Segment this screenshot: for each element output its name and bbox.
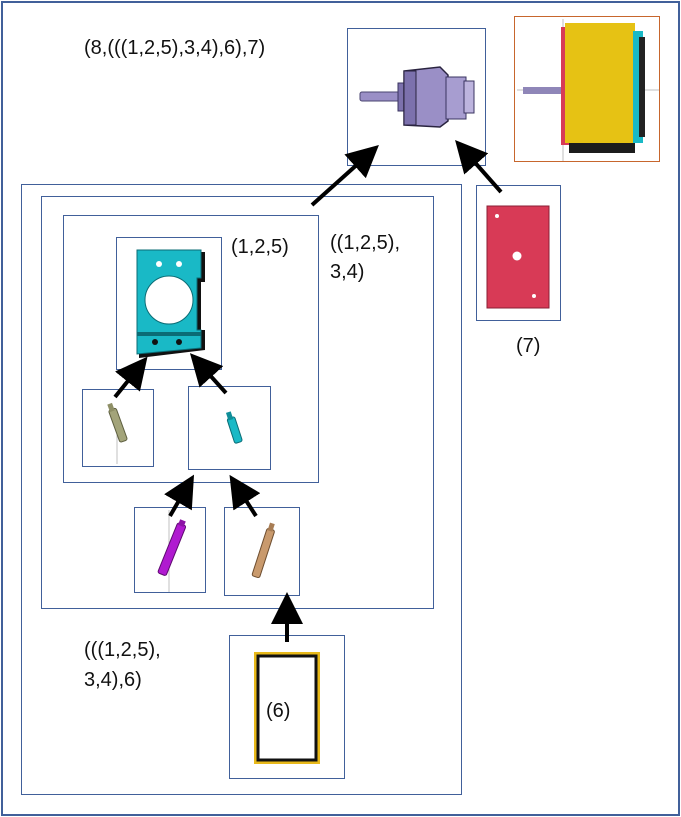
- box-part-4: [224, 507, 300, 596]
- cover-frame-icon: [254, 652, 320, 764]
- mount-plate-icon: [136, 249, 205, 358]
- box-subassembly-6: [21, 184, 462, 795]
- label-group-6-line2: 3,4),6): [84, 669, 142, 691]
- box-part-7: [476, 185, 561, 321]
- label-group-6-line1: (((1,2,5),: [84, 639, 161, 661]
- box-part-125: [116, 237, 222, 370]
- box-part-1: [82, 389, 154, 467]
- box-3d-view: [514, 16, 660, 162]
- motor-assembly-icon: [359, 66, 475, 128]
- box-part-3: [134, 507, 206, 593]
- standoff-icon: [157, 510, 187, 592]
- motor-3d-view-icon: [517, 19, 659, 161]
- box-final-assembly: [347, 28, 486, 166]
- standoff-icon: [107, 402, 128, 464]
- label-part-7: (7): [516, 335, 541, 357]
- label-group-12534-line2: 3,4): [330, 261, 365, 283]
- label-part-6: (6): [266, 700, 291, 722]
- red-plate-icon: [486, 205, 550, 309]
- label-group-12534-line1: ((1,2,5),: [330, 232, 401, 254]
- standoff-icon: [225, 411, 243, 444]
- box-part-2: [188, 386, 271, 470]
- standoff-icon: [251, 522, 275, 579]
- box-subassembly-34: [41, 196, 434, 609]
- label-final-assembly: (8,(((1,2,5),3,4),6),7): [84, 37, 266, 59]
- label-group-125: (1,2,5): [231, 236, 289, 258]
